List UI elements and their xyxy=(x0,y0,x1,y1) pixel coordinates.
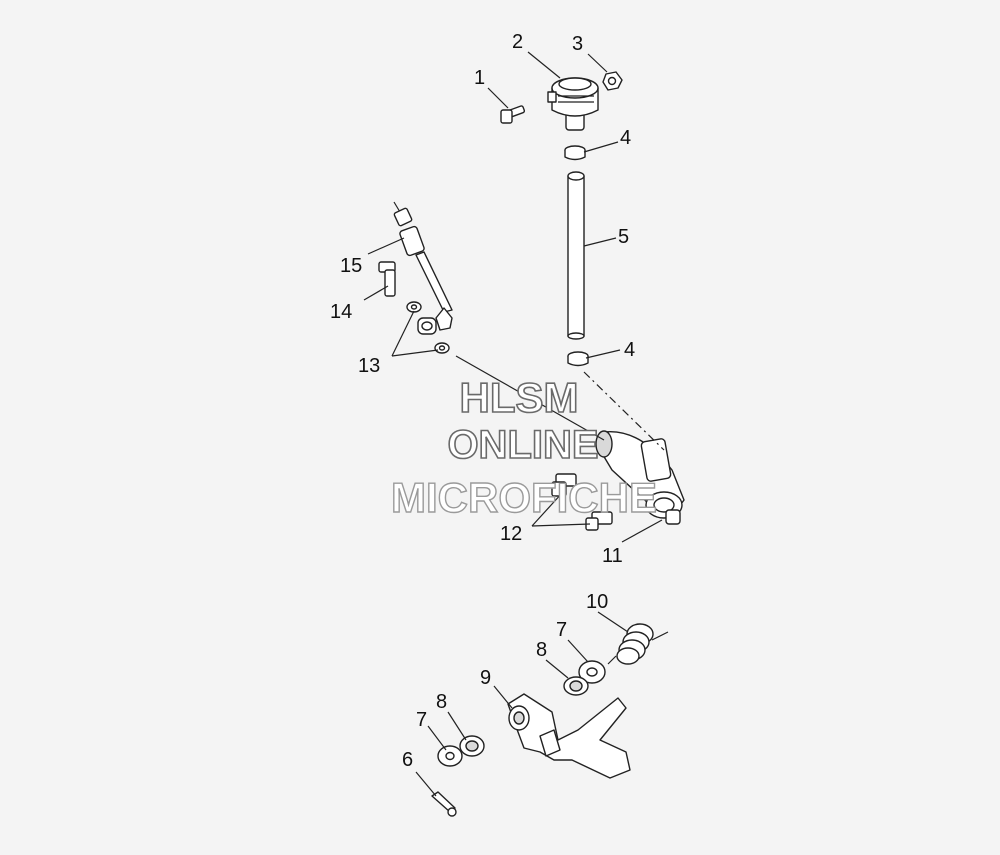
part-1-bolt xyxy=(500,105,526,124)
callout-12: 12 xyxy=(500,523,522,545)
part-3-nut xyxy=(602,71,623,91)
callout-11: 11 xyxy=(602,545,623,567)
callout-15: 15 xyxy=(340,255,362,277)
part-7-washer-right xyxy=(578,660,606,684)
callout-5: 5 xyxy=(618,226,629,248)
part-8-bushing-left xyxy=(459,735,485,757)
callout-2: 2 xyxy=(512,31,523,53)
callout-7-right: 7 xyxy=(556,619,567,641)
callout-3: 3 xyxy=(572,33,583,55)
part-4-clamp-upper xyxy=(564,145,586,161)
leader-lines xyxy=(363,51,665,797)
callout-6: 6 xyxy=(402,749,413,771)
part-8-bushing-right xyxy=(563,676,589,696)
callout-8-left: 8 xyxy=(436,691,447,713)
part-7-washer-left xyxy=(437,745,463,767)
part-5-hose xyxy=(567,171,585,340)
watermark-line-2: ONLINE xyxy=(447,423,598,467)
part-14-bolt xyxy=(378,261,396,297)
callouts: 1 2 3 4 5 4 15 14 13 12 11 10 7 8 9 8 7 … xyxy=(330,31,635,771)
callout-13: 13 xyxy=(358,355,380,377)
callout-7-left: 7 xyxy=(416,709,427,731)
watermark-line-1: HLSM xyxy=(460,374,579,421)
watermark-line-3: MICROFICHE xyxy=(391,474,657,521)
callout-10: 10 xyxy=(586,591,608,613)
part-4-clamp-lower xyxy=(567,351,589,367)
callout-4-upper: 4 xyxy=(620,127,631,149)
part-10-spring xyxy=(607,623,669,665)
callout-4-lower: 4 xyxy=(624,339,635,361)
part-13-washers xyxy=(406,301,450,354)
watermark: HLSM ONLINE MICROFICHE xyxy=(390,373,657,522)
callout-14: 14 xyxy=(330,301,352,323)
callout-8-right: 8 xyxy=(536,639,547,661)
part-2-reservoir xyxy=(547,77,599,131)
callout-1: 1 xyxy=(474,67,485,89)
part-6-cotter-pin xyxy=(431,791,457,817)
part-15-brake-line xyxy=(393,201,453,331)
callout-9: 9 xyxy=(480,667,491,689)
part-11-master-cylinder xyxy=(595,430,685,525)
part-9-brake-pedal xyxy=(507,693,631,779)
